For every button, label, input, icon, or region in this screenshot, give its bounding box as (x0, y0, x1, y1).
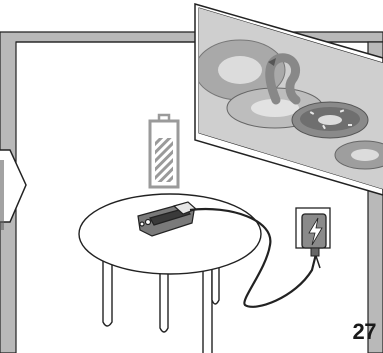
battery-charging-icon (150, 115, 178, 187)
outlet-cable (316, 256, 320, 268)
wall-charger (296, 208, 330, 256)
battery-level-fill (155, 138, 173, 182)
page-number: 27 (353, 319, 376, 345)
